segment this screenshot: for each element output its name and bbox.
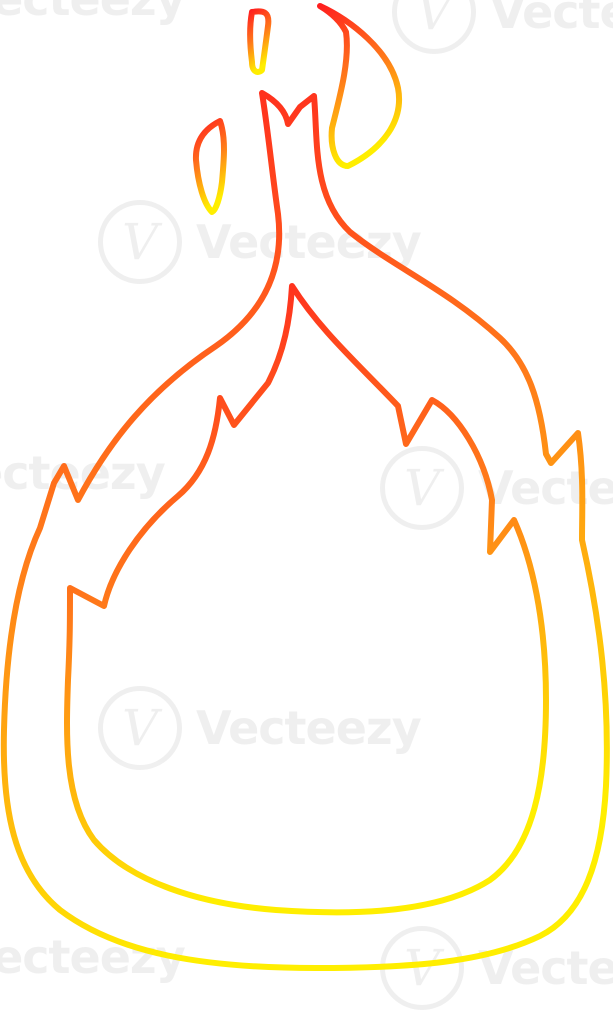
outer-flame-outline	[0, 90, 610, 971]
spark-center	[247, 8, 272, 75]
spark-right	[317, 3, 402, 169]
flame-drawing	[0, 3, 610, 971]
spark-left	[192, 118, 227, 215]
inner-flame-outline	[64, 283, 549, 916]
